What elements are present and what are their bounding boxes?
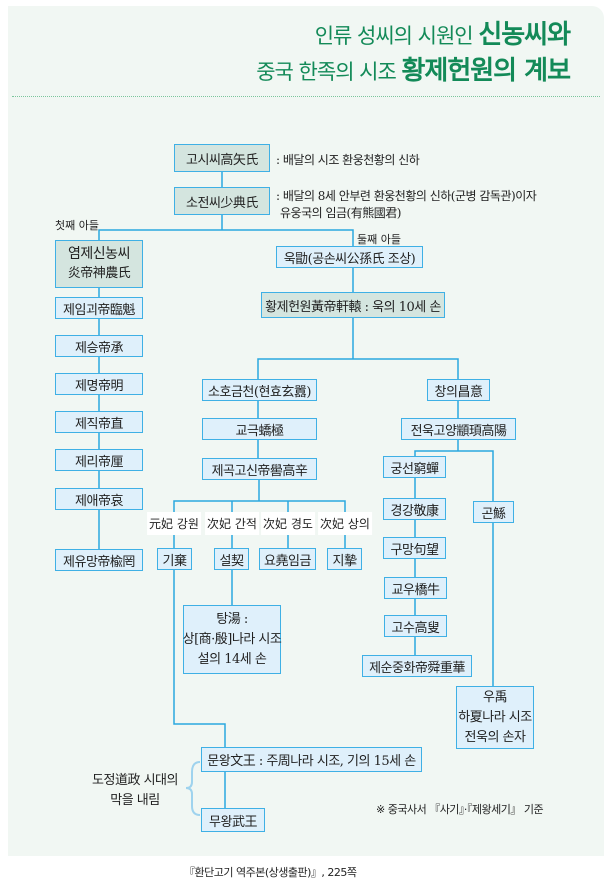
- node-left: 제임괴帝臨魁: [55, 297, 143, 319]
- node-sun: 제순중화帝舜重華: [362, 655, 472, 677]
- title-divider: [12, 96, 600, 97]
- node-yo: 요堯임금: [259, 548, 316, 570]
- node-left: 제애帝哀: [55, 488, 143, 510]
- node-hanja: 炎帝神農氏: [67, 266, 131, 281]
- node-gon: 곤鯀: [473, 501, 514, 523]
- node-munwang: 문왕文王 : 주周나라 시조, 기의 15세 손: [201, 747, 422, 772]
- title-line-1: 인류 성씨의 시원인 신농씨와: [314, 14, 571, 51]
- node-sojeon: 소전씨少典氏: [174, 187, 270, 215]
- node-left: 제승帝承: [55, 335, 143, 357]
- node-tang: 탕湯 : 상[商·殷]나라 시조 설의 14세 손: [182, 605, 282, 674]
- node-ji: 지摯: [327, 548, 362, 570]
- connector: [414, 450, 494, 686]
- node-name: 염제신농씨: [68, 246, 130, 262]
- sojeon-note-1: : 배달의 8세 안부련 환웅천황의 신하(군병 감독관)이자: [276, 189, 537, 203]
- sojeon-note-2: 유웅국의 임금(有熊國君): [280, 206, 401, 220]
- dojeong-note: 도정道政 시대의 막을 내림: [80, 771, 190, 811]
- node-jegok: 제곡고신帝嚳高辛: [202, 458, 317, 480]
- node-right: 고수高叟: [384, 615, 447, 637]
- node-right: 구망句望: [383, 537, 446, 559]
- wife-label: 次妃 경도: [261, 512, 315, 535]
- node-line: 하夏나라 시조: [458, 709, 532, 725]
- node-left: 제명帝明: [55, 373, 143, 395]
- node-line: 설의 14세 손: [197, 651, 267, 667]
- node-left: 제리帝厘: [55, 449, 143, 471]
- connector: [173, 570, 226, 747]
- node-line: 전욱의 손자: [464, 729, 526, 745]
- node-seol: 설契: [214, 548, 249, 570]
- node-line: 탕湯 :: [216, 611, 248, 627]
- node-hwangje: 황제헌원黃帝軒轅 : 욱의 10세 손: [261, 292, 445, 318]
- note-line: 막을 내림: [110, 793, 160, 808]
- node-jeonuk: 전욱고양顓頊高陽: [401, 418, 516, 440]
- connector: [98, 229, 354, 246]
- brace: [185, 761, 201, 816]
- wife-label: 次妃 상의: [318, 512, 372, 535]
- connector: [257, 358, 459, 379]
- node-line: 상[商·殷]나라 시조: [182, 631, 282, 647]
- node-muwang: 무왕武王: [201, 808, 265, 832]
- node-u: 우禹 하夏나라 시조 전욱의 손자: [456, 686, 534, 749]
- second-son-label: 둘째 아들: [357, 233, 401, 246]
- node-gi: 기棄: [157, 548, 192, 570]
- footnote: ※ 중국사서 『사기』·『제왕세기』 기준: [376, 803, 544, 816]
- node-line: 우禹: [483, 689, 507, 705]
- node-right: 교우橋牛: [384, 577, 447, 599]
- node-goshi: 고시씨高矢氏: [174, 144, 270, 172]
- title-text: 중국 한족의 시조: [256, 60, 402, 84]
- goshi-note: : 배달의 시조 환웅천황의 신하: [276, 153, 420, 167]
- node-soho: 소호금천(현효玄囂): [202, 379, 317, 401]
- node-yeomje: 염제신농씨 炎帝神農氏: [55, 240, 143, 288]
- source-caption: 『환단고기 역주본(상생출판)』, 225쪽: [184, 866, 357, 879]
- title-text: 인류 성씨의 시원인: [314, 24, 479, 48]
- title-line-2: 중국 한족의 시조 황제헌원의 계보: [256, 50, 571, 87]
- title-emphasis: 황제헌원의 계보: [401, 56, 571, 86]
- title-emphasis: 신농씨와: [478, 20, 571, 50]
- note-line: 도정道政 시대의: [92, 773, 178, 788]
- node-left: 제직帝直: [55, 411, 143, 433]
- wife-label: 次妃 간적: [205, 512, 259, 535]
- node-uk: 욱勖(공손씨公孫氏 조상): [276, 246, 423, 268]
- node-right: 궁선窮蟬: [383, 456, 446, 478]
- wife-label: 元妃 강원: [147, 512, 201, 535]
- node-right: 경강敬康: [383, 498, 446, 520]
- node-changui: 창의昌意: [427, 379, 490, 401]
- node-gyogeuk: 교극蟜極: [202, 418, 317, 440]
- first-son-label: 첫째 아들: [55, 219, 99, 232]
- node-left: 제유망帝楡罔: [55, 549, 143, 571]
